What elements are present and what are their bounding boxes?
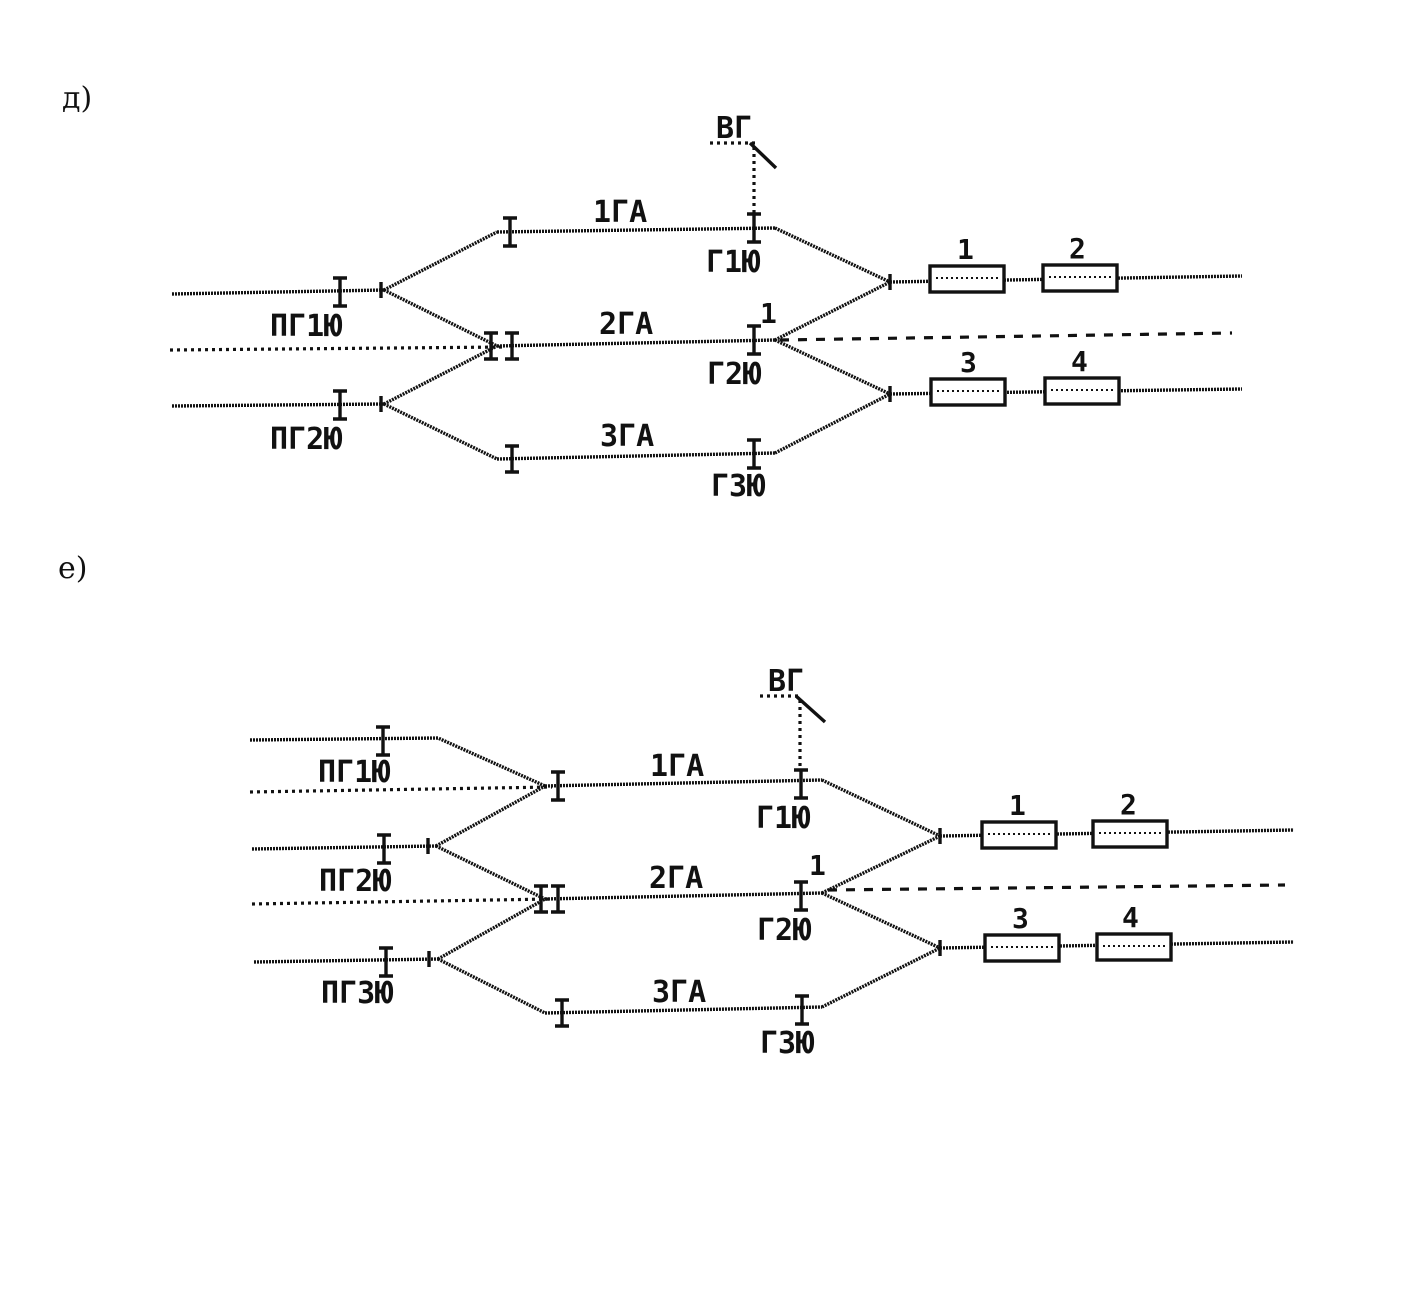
generator-label-1: 1ГА	[650, 749, 704, 784]
panel-label-d: д)	[62, 81, 92, 116]
output-branch	[821, 778, 941, 838]
generator-line-3	[544, 1005, 823, 1015]
switch-label-1: Г1Ю	[706, 245, 761, 280]
generator-line-1	[496, 226, 776, 234]
generator-line-2	[544, 891, 823, 901]
branch-line	[437, 957, 546, 1015]
breaker-pg2	[333, 389, 347, 421]
output-branch	[774, 392, 891, 455]
generator-label-2: 2ГА	[599, 307, 653, 342]
unit-hatching	[936, 276, 1113, 392]
input-label-1: ПГ1Ю	[270, 309, 343, 344]
input-label-1: ПГ1Ю	[318, 755, 391, 790]
breaker-g3	[795, 994, 809, 1026]
output-branch	[821, 834, 941, 895]
generator-label-3: 3ГА	[652, 975, 706, 1010]
breaker-g2	[747, 324, 761, 356]
branch-line	[383, 288, 498, 348]
node-mark	[426, 838, 431, 967]
unit-label-3: 3	[1012, 902, 1029, 935]
input-line-pg2	[171, 402, 385, 408]
switch-label-3: Г3Ю	[711, 469, 766, 504]
output-branch	[774, 338, 891, 396]
breaker-pg3	[379, 946, 393, 978]
branch-line	[435, 844, 546, 901]
output-branch	[821, 946, 941, 1009]
unit-label-1: 1	[1009, 789, 1026, 822]
generator-label-3: 3ГА	[600, 419, 654, 454]
input-label-2: ПГ2Ю	[319, 864, 392, 899]
scheme-e: е)	[58, 551, 1295, 1061]
breaker-g3	[747, 438, 761, 470]
panel-label-e: е)	[58, 551, 87, 586]
breaker-pg1	[376, 725, 390, 757]
breaker	[505, 444, 519, 474]
aux-bus-right	[827, 883, 1286, 892]
branch-line	[435, 784, 546, 848]
unit-hatching	[988, 832, 1165, 948]
unit-label-1: 1	[957, 233, 974, 266]
switch-label-3: Г3Ю	[760, 1026, 815, 1061]
branch-line	[437, 897, 546, 961]
generator-line-1	[544, 778, 823, 788]
aux-bus-lower	[251, 897, 553, 906]
breaker	[555, 998, 569, 1028]
link-number: 1	[760, 297, 777, 330]
switch-label-1: Г1Ю	[756, 801, 811, 836]
branch-line	[383, 344, 498, 406]
input-label-3: ПГ3Ю	[321, 976, 394, 1011]
output-branch	[774, 280, 891, 342]
input-label-2: ПГ2Ю	[270, 422, 343, 457]
switch-label-2: Г2Ю	[757, 913, 812, 948]
unit-label-3: 3	[960, 346, 977, 379]
branch-line	[383, 402, 498, 461]
vg-label: ВГ	[768, 664, 804, 699]
unit-label-4: 4	[1122, 901, 1139, 934]
generator-line-3	[496, 451, 776, 461]
breaker-g2	[794, 880, 808, 912]
generator-label-2: 2ГА	[649, 861, 703, 896]
scheme-d: д)	[62, 81, 1243, 504]
input-line-pg3	[253, 957, 439, 964]
vg-arrow	[748, 141, 778, 170]
generator-label-1: 1ГА	[593, 195, 647, 230]
vg-arrow	[794, 694, 827, 724]
vg-label: ВГ	[716, 111, 752, 146]
output-branch	[774, 226, 891, 284]
breaker-pg2	[377, 833, 391, 865]
breaker-g1	[794, 768, 808, 800]
breaker	[484, 331, 519, 361]
link-number: 1	[809, 849, 826, 882]
breaker	[503, 216, 517, 248]
unit-label-2: 2	[1120, 788, 1137, 821]
output-branch	[821, 891, 941, 950]
branch-line	[383, 230, 498, 292]
aux-bus-right	[779, 331, 1233, 342]
aux-bus-upper	[249, 785, 553, 794]
switch-label-2: Г2Ю	[707, 357, 762, 392]
input-line-pg2	[251, 844, 437, 851]
input-line-pg1	[171, 288, 385, 296]
generator-line-2	[496, 338, 776, 348]
breaker-pg1	[333, 276, 347, 308]
breaker	[551, 770, 565, 802]
breaker-g1	[747, 212, 761, 244]
unit-label-4: 4	[1071, 345, 1088, 378]
unit-label-2: 2	[1069, 232, 1086, 265]
input-line-pg1	[249, 736, 546, 788]
breaker	[534, 884, 565, 914]
aux-bus-left	[169, 345, 506, 352]
